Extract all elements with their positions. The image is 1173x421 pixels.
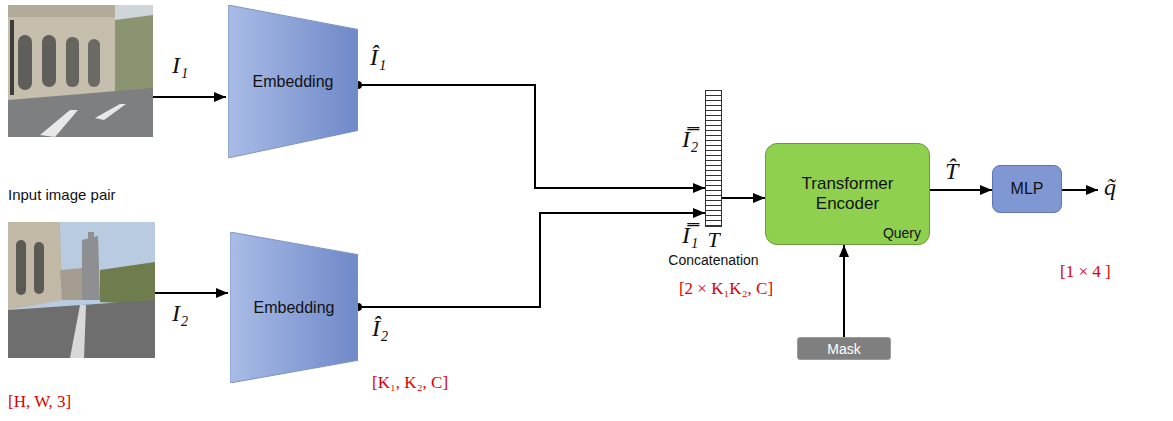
input-photo — [8, 222, 155, 358]
flow-arrow — [358, 85, 705, 188]
token-symbol: I̿₁ — [682, 222, 698, 249]
block-label: MLP — [1011, 180, 1044, 198]
input-photo — [8, 5, 153, 137]
flow-arrow — [722, 197, 765, 199]
input-arrow — [153, 96, 226, 98]
transformer-encoder: Transformer EncoderQuery — [765, 143, 930, 245]
block-caption: Concatenation — [668, 252, 758, 268]
block-label: Embedding — [254, 299, 335, 317]
block-label: Embedding — [253, 73, 334, 91]
flow-arrow — [930, 189, 992, 191]
token-symbol: I̿₂ — [682, 126, 698, 153]
mask-box: Mask — [797, 337, 891, 360]
flow-arrow — [843, 245, 845, 337]
output-arrow — [1062, 189, 1098, 191]
tensor-symbol: T — [707, 227, 719, 253]
block-label: Transformer Encoder — [783, 174, 913, 215]
port-label: Query — [883, 225, 921, 241]
concatenation-bar: TConcatenation — [705, 90, 722, 227]
feature-symbol: Î₁ — [370, 44, 386, 71]
caption-text: Input image pair — [8, 186, 116, 203]
image-symbol: I₁ — [172, 52, 188, 79]
image-symbol: I₂ — [172, 300, 188, 327]
output-symbol: q̃ — [1104, 174, 1116, 201]
dimension-label: [2 × K₁K₂, C] — [679, 279, 773, 299]
block-label: Mask — [827, 341, 860, 357]
mlp-box: MLP — [992, 165, 1062, 213]
feature-symbol: Î₂ — [372, 315, 388, 342]
embedding-block: Embedding — [230, 232, 358, 383]
feature-symbol: T̂ — [945, 158, 958, 185]
dimension-label: [H, W, 3] — [8, 392, 71, 412]
embedding-block: Embedding — [228, 5, 358, 158]
flow-arrow — [358, 213, 705, 307]
dimension-label: [1 × 4 ] — [1060, 262, 1111, 282]
input-arrow — [155, 292, 228, 294]
dimension-label: [K₁, K₂, C] — [372, 373, 448, 393]
